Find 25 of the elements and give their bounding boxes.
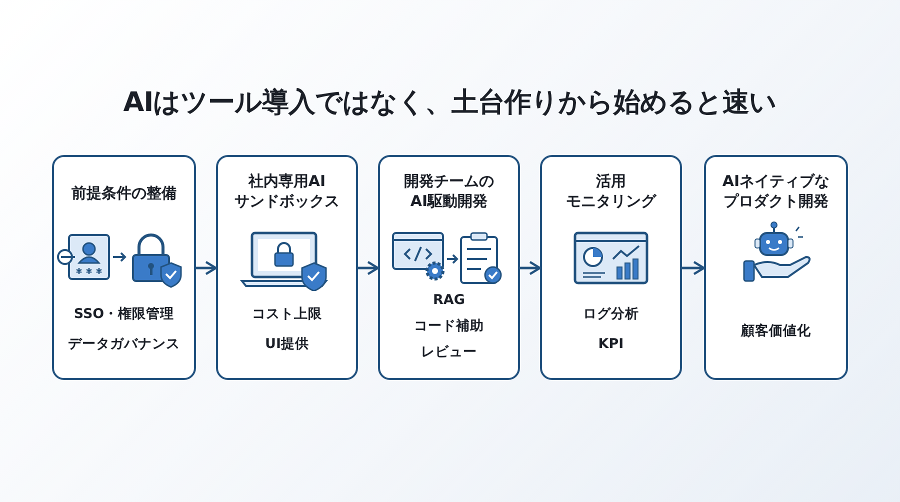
step-item: 顧客価値化 — [740, 322, 812, 340]
step-item: レビュー — [420, 343, 478, 361]
step-heading: 活用モニタリング — [565, 171, 658, 211]
step-item: コード補助 — [413, 317, 485, 335]
step-card — [704, 155, 848, 380]
step-item: SSO・権限管理 — [72, 305, 176, 323]
step-heading: AIネイティブなプロダクト開発 — [721, 171, 831, 211]
step-item: RAG — [432, 291, 466, 309]
step-item: コスト上限 — [251, 305, 323, 323]
title: AIはツール導入ではなく、土台作りから始めると速い — [122, 86, 778, 120]
step-heading: 開発チームのAI駆動開発 — [403, 171, 495, 211]
arrow — [358, 260, 380, 276]
step-card — [540, 155, 682, 380]
arrow — [520, 260, 542, 276]
step-item: ログ分析 — [582, 305, 640, 323]
step-item: KPI — [597, 335, 625, 353]
step-item: UI提供 — [264, 335, 310, 353]
arrow — [682, 260, 706, 276]
step-heading: 社内専用AIサンドボックス — [234, 171, 340, 211]
step-card — [378, 155, 520, 380]
step-card — [52, 155, 196, 380]
step-item: データガバナンス — [67, 335, 181, 353]
step-heading: 前提条件の整備 — [70, 183, 178, 203]
step-card — [216, 155, 358, 380]
arrow — [196, 260, 218, 276]
